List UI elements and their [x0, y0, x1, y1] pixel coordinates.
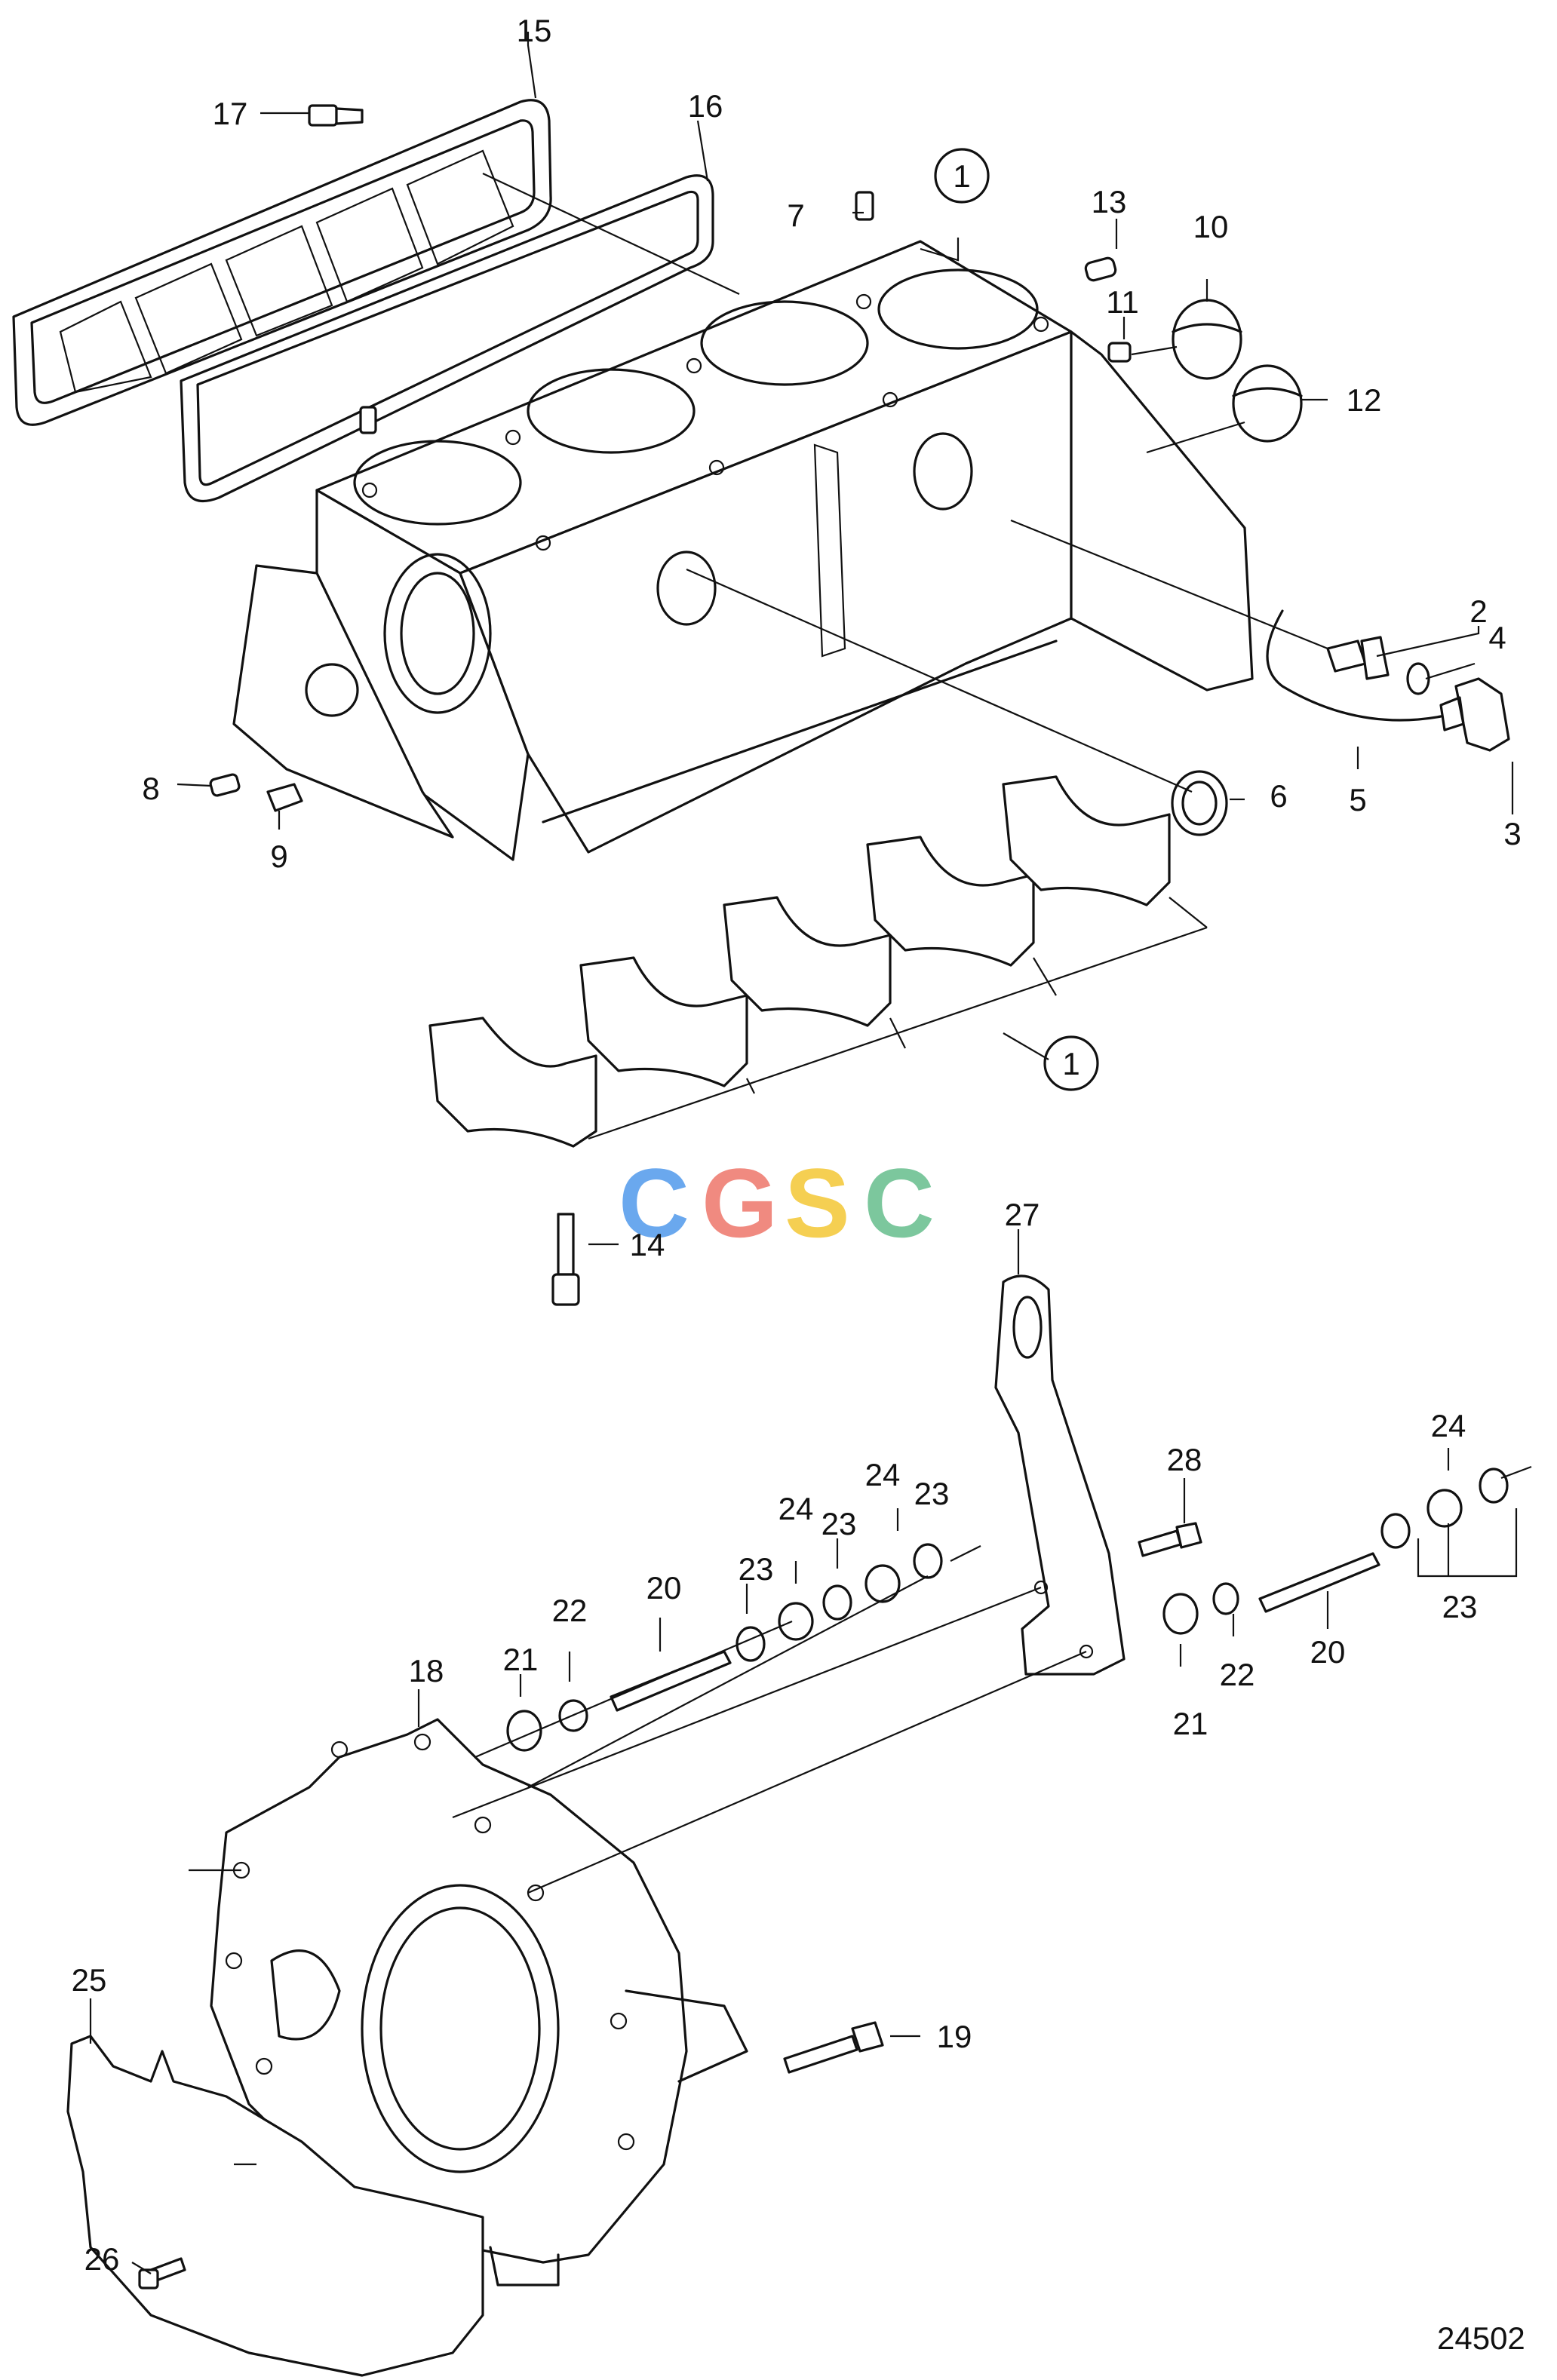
valve-cover-gasket — [12, 99, 552, 426]
callout-10: 10 — [1193, 209, 1229, 244]
stud-left — [610, 1650, 732, 1712]
callout-3: 3 — [1503, 816, 1521, 851]
callout-19: 19 — [937, 2019, 972, 2054]
callout-5: 5 — [1349, 782, 1366, 817]
callout-22-left: 22 — [552, 1593, 588, 1628]
main-bearing-bolt — [551, 1213, 580, 1306]
core-plug — [1172, 299, 1242, 380]
core-plug-2 — [1232, 364, 1303, 443]
flywheel-housing — [210, 1718, 748, 2286]
svg-text:C: C — [619, 1148, 689, 1258]
bearing-cap-leaders — [588, 897, 1208, 1140]
svg-text:C: C — [864, 1148, 935, 1258]
seal-ring — [1171, 770, 1228, 836]
callout-1-bottom: 1 — [1062, 1046, 1079, 1081]
cover-plate — [66, 2035, 484, 2377]
callout-21-left: 21 — [503, 1642, 539, 1677]
callout-20-right: 20 — [1310, 1634, 1346, 1670]
callout-9: 9 — [270, 839, 287, 874]
callout-18: 18 — [409, 1653, 444, 1688]
sleeve — [1084, 256, 1117, 282]
sealing-washer — [1406, 662, 1430, 695]
plug — [209, 773, 241, 797]
top-leader-lines — [177, 32, 1514, 1246]
cable-loop — [1266, 609, 1442, 722]
svg-text:G: G — [702, 1148, 778, 1258]
callout-8: 8 — [142, 771, 159, 806]
watermark: C G S C — [619, 1148, 935, 1258]
threaded-plug — [1107, 342, 1132, 363]
washers-nuts-left — [506, 1543, 943, 1752]
callout-4: 4 — [1488, 620, 1506, 655]
callout-24-a: 24 — [778, 1491, 814, 1526]
callout-24-c: 24 — [1431, 1408, 1466, 1443]
stud-right — [1258, 1552, 1380, 1613]
washers-nuts-right — [1162, 1468, 1509, 1635]
callout-labels: 1 1 2 3 4 5 6 7 8 9 10 11 12 13 14 15 16… — [72, 13, 1525, 2356]
diagram-number: 24502 — [1437, 2320, 1525, 2356]
callout-6: 6 — [1270, 778, 1287, 814]
oil-pressure-fitting — [1326, 636, 1390, 680]
callout-2: 2 — [1469, 593, 1487, 629]
callout-16: 16 — [688, 88, 723, 124]
callout-12: 12 — [1347, 382, 1382, 418]
engine-block — [232, 240, 1254, 861]
callout-13: 13 — [1092, 184, 1127, 219]
callout-27: 27 — [1005, 1197, 1040, 1232]
dowel-pin-left — [359, 406, 377, 434]
bottom-leader-lines — [89, 1229, 1532, 2274]
drain-plug — [1439, 677, 1510, 752]
bracket — [994, 1274, 1126, 1676]
nipple — [266, 783, 303, 812]
callout-25: 25 — [72, 1962, 107, 1998]
callout-23-c: 23 — [914, 1476, 950, 1511]
callout-24-b: 24 — [865, 1457, 901, 1492]
cover-bolt — [138, 2257, 186, 2290]
callout-23-a: 23 — [739, 1551, 774, 1587]
bracket-bolt — [1138, 1522, 1202, 1557]
callout-15: 15 — [517, 13, 552, 48]
callout-26: 26 — [84, 2241, 120, 2277]
callout-28: 28 — [1167, 1442, 1202, 1477]
callout-14: 14 — [630, 1227, 665, 1262]
main-bearing-caps — [428, 775, 1171, 1148]
callout-7: 7 — [787, 198, 804, 233]
callout-17: 17 — [213, 96, 248, 131]
callout-20-left: 20 — [646, 1570, 682, 1606]
callout-21-right: 21 — [1173, 1706, 1208, 1741]
bolt — [308, 104, 364, 127]
gasket — [180, 174, 714, 503]
housing-bolt — [783, 2021, 884, 2074]
callout-23-d: 23 — [1442, 1589, 1478, 1624]
callout-11: 11 — [1106, 284, 1139, 320]
callout-23-b: 23 — [821, 1506, 857, 1541]
callout-1-top: 1 — [953, 158, 970, 194]
callout-22-right: 22 — [1220, 1657, 1255, 1692]
svg-text:S: S — [785, 1148, 850, 1258]
dowel-pin — [855, 191, 874, 221]
